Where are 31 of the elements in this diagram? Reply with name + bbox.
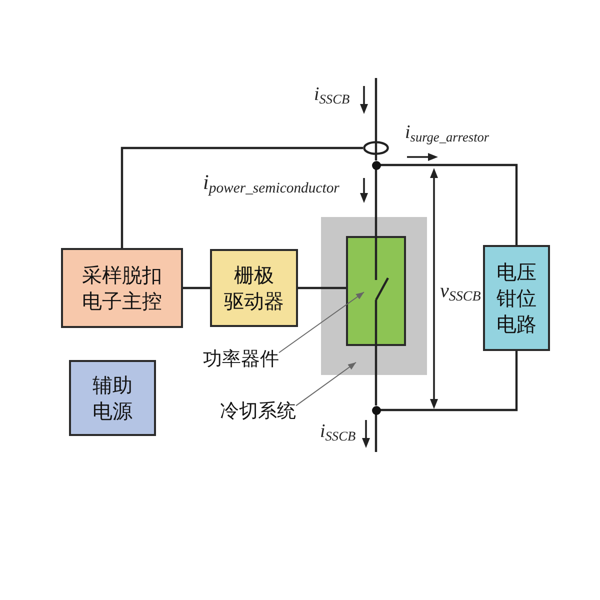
current-label: i$_{power_semiconductor}$ [203,171,340,197]
wire [374,170,378,236]
wire [374,414,378,452]
current-label: i$_{surge_arrestor}$ [405,123,490,145]
wire [380,351,518,412]
block-label: 电压钳位电路 [496,259,536,337]
wire [120,146,363,248]
callout-label: 功率器件 [203,348,279,371]
power-supply-block [69,360,156,436]
block-label: 辅助电源 [92,372,132,424]
junction-dot [372,406,380,414]
sensor-ring [363,141,389,155]
voltage-label: v$_{SSCB}$ [440,280,481,305]
current-label: i$_{SSCB}$ [314,85,350,107]
controller-block [61,248,183,328]
driver-block [210,249,298,327]
device-block [346,236,406,346]
current-label: i$_{SSCB}$ [320,422,356,444]
wire [374,78,378,160]
wire [298,286,346,290]
wire [183,286,210,290]
leader-line [296,362,356,406]
cooling-panel [321,217,427,375]
callout-label: 冷切系统 [220,400,296,423]
leader-line [278,292,364,354]
clamp-block [483,245,550,351]
junction-dot [372,160,380,170]
block-label: 采样脱扣电子主控 [82,262,162,314]
block-label: 栅极驱动器 [224,262,284,314]
wire [380,164,518,245]
wire [374,346,378,406]
